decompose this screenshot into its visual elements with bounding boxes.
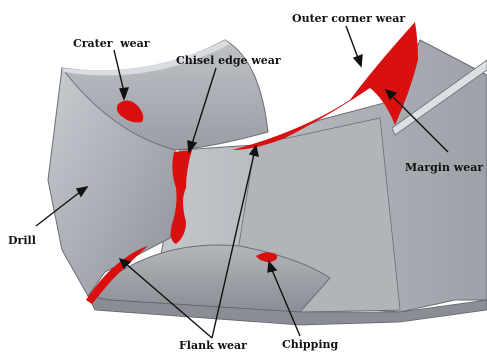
- flank-wear-label: Flank wear: [179, 339, 247, 352]
- chipping-label: Chipping: [282, 338, 338, 351]
- crater-wear-label: Crater wear: [73, 37, 150, 50]
- drill-label: Drill: [8, 234, 36, 247]
- outer-corner-wear-label: Outer corner wear: [292, 12, 405, 25]
- margin-wear-label: Margin wear: [405, 161, 483, 174]
- outer-corner-wear-arrow: [346, 26, 362, 66]
- drill-body: [48, 40, 487, 325]
- chisel-edge-wear-label: Chisel edge wear: [176, 54, 281, 67]
